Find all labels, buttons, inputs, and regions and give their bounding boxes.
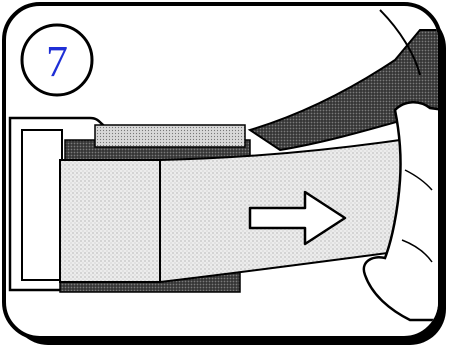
buckle-inner	[22, 130, 62, 280]
step-number: 7	[46, 37, 68, 86]
strap-loop	[60, 160, 160, 282]
strap-top-band	[95, 125, 245, 147]
